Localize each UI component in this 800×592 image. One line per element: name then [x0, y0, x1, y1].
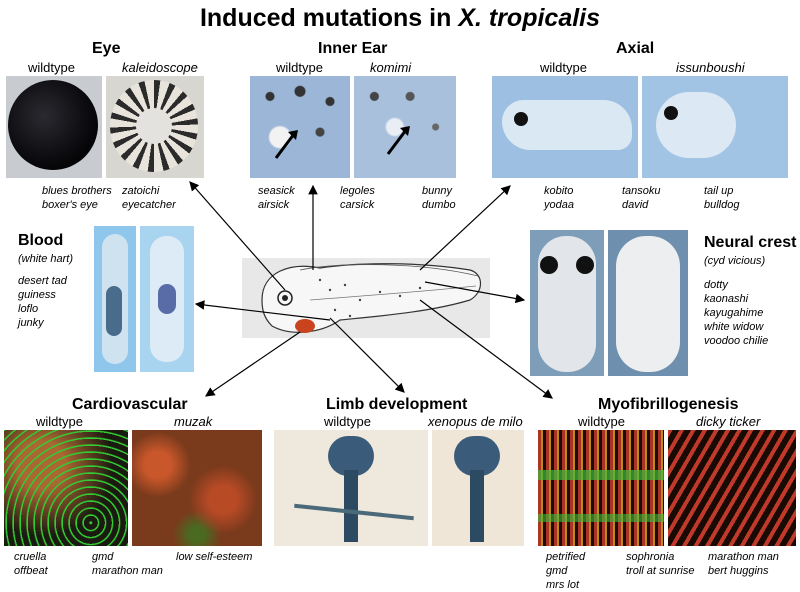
arrow-cardio: [205, 331, 301, 397]
ear-wildtype-image: [250, 76, 350, 178]
ear-arrow-icon: [274, 130, 298, 159]
axial-wildtype-image: [492, 76, 638, 178]
axial-heading: Axial: [616, 40, 655, 57]
myo-heading: Myofibrillogenesis: [598, 396, 739, 413]
ear-heading: Inner Ear: [318, 40, 388, 57]
limb-wildtype-image: [274, 430, 428, 546]
neural-wildtype-image: [530, 230, 604, 376]
limb-heading: Limb development: [326, 396, 468, 413]
eye-wt-label: wildtype: [28, 60, 75, 75]
cardio-wt-label: wildtype: [36, 414, 83, 429]
limb-xenopus-de-milo-image: [432, 430, 524, 546]
page-title: Induced mutations in X. tropicalis: [199, 4, 601, 32]
blood-sub: (white hart): [18, 253, 74, 265]
arrow-neural: [424, 281, 526, 304]
arrow-limb: [329, 317, 405, 393]
blood-wildtype-image: [94, 226, 136, 372]
cardio-mut-label: muzak: [174, 414, 213, 429]
axial-mut-label: issunboushi: [676, 60, 745, 75]
axial-wt-label: wildtype: [540, 60, 587, 75]
neural-sub: (cyd vicious): [704, 255, 766, 267]
myo-dicky-ticker-image: [668, 430, 796, 546]
blood-heading: Blood: [18, 232, 64, 249]
eye-kaleidoscope-image: [106, 76, 204, 178]
neural-heading: Neural crest: [704, 234, 797, 251]
blood-mutant-image: [140, 226, 194, 372]
tadpole-diagram: [242, 258, 490, 338]
limb-wt-label: wildtype: [324, 414, 371, 429]
myo-wt-label: wildtype: [578, 414, 625, 429]
heart-mark: [295, 319, 315, 333]
myo-mut-label: dicky ticker: [696, 414, 761, 429]
myo-wildtype-image: [538, 430, 664, 546]
arrow-blood: [194, 300, 331, 321]
limb-mut-label: xenopus de milo: [428, 414, 523, 429]
cardio-wildtype-image: [4, 430, 128, 546]
eye-wildtype-image: [6, 76, 102, 178]
ear-komimi-image: [354, 76, 456, 178]
eye-mut-label: kaleidoscope: [122, 60, 198, 75]
axial-issunboushi-image: [642, 76, 788, 178]
cardio-heading: Cardiovascular: [72, 396, 188, 413]
cardio-muzak-image: [132, 430, 262, 546]
ear-wt-label: wildtype: [276, 60, 323, 75]
eye-heading: Eye: [92, 40, 121, 57]
ear-mut-label: komimi: [370, 60, 412, 75]
ear-arrow-icon-2: [386, 126, 410, 155]
neural-mutant-image: [608, 230, 688, 376]
cardio-list3: low self-esteem: [176, 551, 253, 563]
